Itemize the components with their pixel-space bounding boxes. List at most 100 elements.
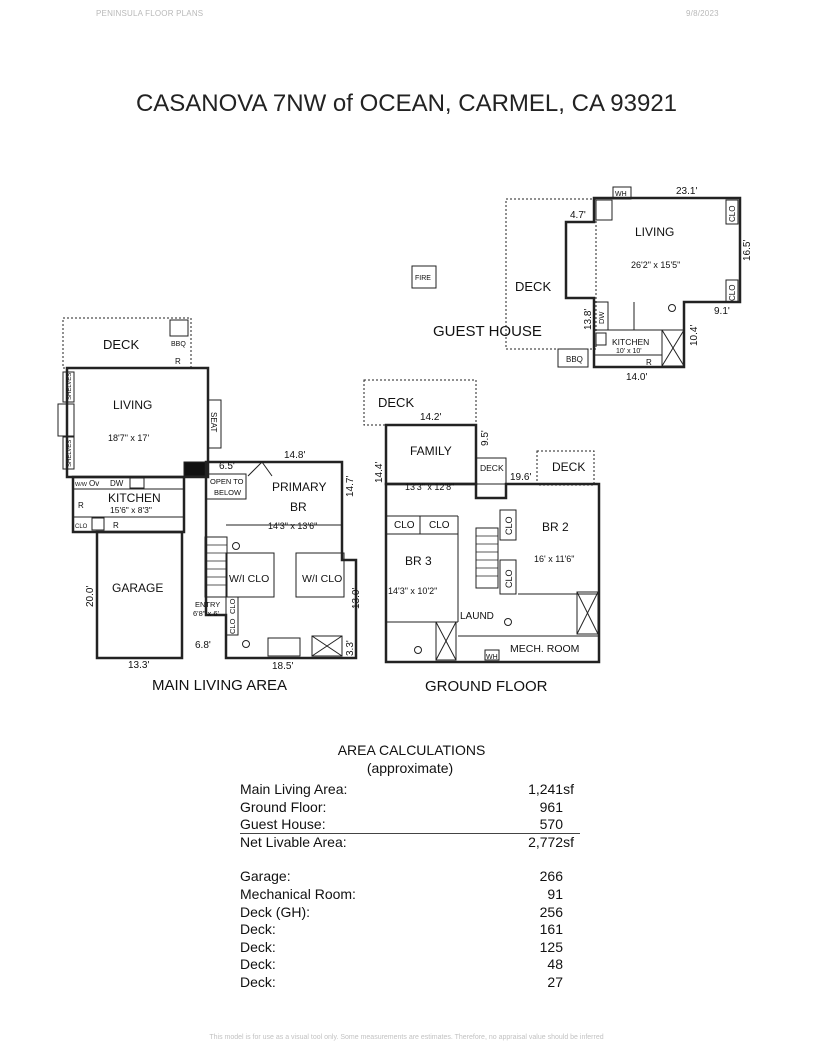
seat-label: SEAT	[209, 412, 218, 432]
area-value: 125	[539, 938, 563, 955]
kitchen-dims: 15'6" x 8'3"	[110, 505, 152, 515]
area-subtitle: (approximate)	[366, 760, 454, 776]
clo-main-2: CLO	[228, 618, 237, 634]
area-label: Deck:	[240, 956, 276, 973]
dim-14-4: 14.4'	[374, 462, 385, 483]
area-row: Deck: 48	[240, 956, 580, 974]
area-value: 2,772sf	[528, 833, 574, 850]
area-value: 961	[539, 798, 563, 815]
area-label: Garage:	[240, 868, 291, 885]
gf-wh-label: WH	[486, 654, 498, 661]
gh-kitchen-dims: 10' x 10'	[616, 348, 642, 355]
kitchen-label: KITCHEN	[108, 491, 161, 505]
dim-6-5: 6.5'	[219, 461, 235, 472]
dim-9-5: 9.5'	[480, 430, 491, 446]
primary-label: PRIMARY	[272, 480, 326, 494]
deck-right-label: DECK	[552, 460, 585, 474]
dim-18-5: 18.5'	[272, 661, 293, 672]
fire-label: FIRE	[415, 275, 431, 282]
gh-living-dims: 26'2" x 15'5"	[631, 260, 680, 270]
gh-clo-top	[725, 199, 739, 225]
bbq-label: BBQ	[171, 341, 186, 348]
primary-br-label: BR	[290, 500, 307, 514]
area-row: Deck: 161	[240, 921, 580, 939]
stair-main	[204, 536, 228, 598]
gh-bbq	[557, 348, 589, 368]
br3-label: BR 3	[405, 554, 432, 568]
area-value: 27	[547, 973, 563, 990]
laund-label: LAUND	[460, 611, 494, 622]
chimney-block	[183, 461, 207, 477]
mech-room-label: MECH. ROOM	[510, 643, 579, 655]
ground-floor-caption: GROUND FLOOR	[425, 678, 548, 695]
dim-4-7: 4.7'	[570, 210, 586, 221]
area-label: Guest House:	[240, 816, 326, 833]
area-label: Deck:	[240, 973, 276, 990]
clo-gf-1: CLO	[394, 520, 415, 531]
dim-23-1: 23.1'	[676, 186, 697, 197]
living-label: LIVING	[113, 398, 152, 412]
clo-gf-3: CLO	[504, 516, 514, 535]
family-dims: 13'3" x 12'8"	[405, 482, 454, 492]
br2-shower	[576, 591, 599, 635]
area-row: Net Livable Area: 2,772sf	[240, 834, 580, 852]
gh-dw	[593, 301, 609, 331]
shelves-bottom	[62, 436, 75, 470]
fireplace-main	[57, 403, 75, 437]
family-label: FAMILY	[410, 444, 452, 458]
shower	[311, 635, 343, 657]
area-label: Deck:	[240, 938, 276, 955]
dim-14-0: 14.0'	[626, 372, 647, 383]
dim-3-3: 3.3'	[345, 640, 356, 656]
area-row: Deck: 125	[240, 939, 580, 957]
gh-fireplace	[595, 199, 613, 221]
fireplace-primary	[247, 461, 273, 477]
area-value: 91	[547, 885, 563, 902]
disclaimer-footer: This model is for use as a visual tool o…	[209, 1034, 604, 1041]
fridge-label-1: R	[78, 501, 84, 510]
gh-deck-dashed	[505, 198, 597, 350]
area-title: AREA CALCULATIONS	[337, 742, 486, 758]
dim-6-8: 6.8'	[195, 640, 211, 651]
gh-clo-1: CLO	[728, 206, 737, 222]
guest-house-caption: GUEST HOUSE	[433, 323, 542, 340]
clo-gf-col1	[499, 509, 517, 541]
br2-dims: 16' x 11'6"	[534, 554, 575, 564]
gh-dw-label: DW	[597, 311, 606, 324]
gh-clo-2: CLO	[728, 285, 737, 301]
area-row: Garage: 266	[240, 868, 580, 886]
fridge-label-2: R	[113, 521, 119, 530]
shelves-bottom-label: SHELVES	[67, 440, 73, 467]
dim-14-8: 14.8'	[284, 450, 305, 461]
area-row: Deck (GH): 256	[240, 904, 580, 922]
dim-19-6: 19.6'	[510, 472, 531, 483]
dim-14-2: 14.2'	[420, 412, 441, 423]
gf-shower	[435, 621, 457, 661]
fire-box	[411, 265, 437, 289]
dim-9-1: 9.1'	[714, 306, 730, 317]
living-outline	[65, 366, 210, 479]
area-row: Deck: 27	[240, 974, 580, 992]
gh-r-label: R	[646, 358, 652, 367]
area-label: Mechanical Room:	[240, 885, 356, 902]
washer-label: W/W	[75, 482, 88, 488]
gh-wh	[612, 186, 632, 200]
deck-small	[475, 457, 507, 485]
area-value: 161	[539, 921, 563, 938]
tub	[267, 637, 301, 657]
br3-dims: 14'3" x 10'2"	[388, 586, 437, 596]
shelves-top	[62, 371, 75, 403]
area-label: Deck (GH):	[240, 903, 310, 920]
entry-label: ENTRY	[195, 600, 220, 609]
gh-wh-label: WH	[615, 191, 627, 198]
area-label: Net Livable Area:	[240, 833, 347, 850]
deck-small-label: DECK	[480, 463, 504, 473]
seat-box	[207, 399, 222, 449]
gh-shower	[661, 329, 685, 367]
kitchen-outline	[71, 475, 186, 534]
area-value: 570	[539, 816, 563, 833]
area-label: Deck:	[240, 921, 276, 938]
area-row: Guest House: 570	[240, 816, 580, 834]
wic-right-label: W/I CLO	[302, 573, 342, 585]
